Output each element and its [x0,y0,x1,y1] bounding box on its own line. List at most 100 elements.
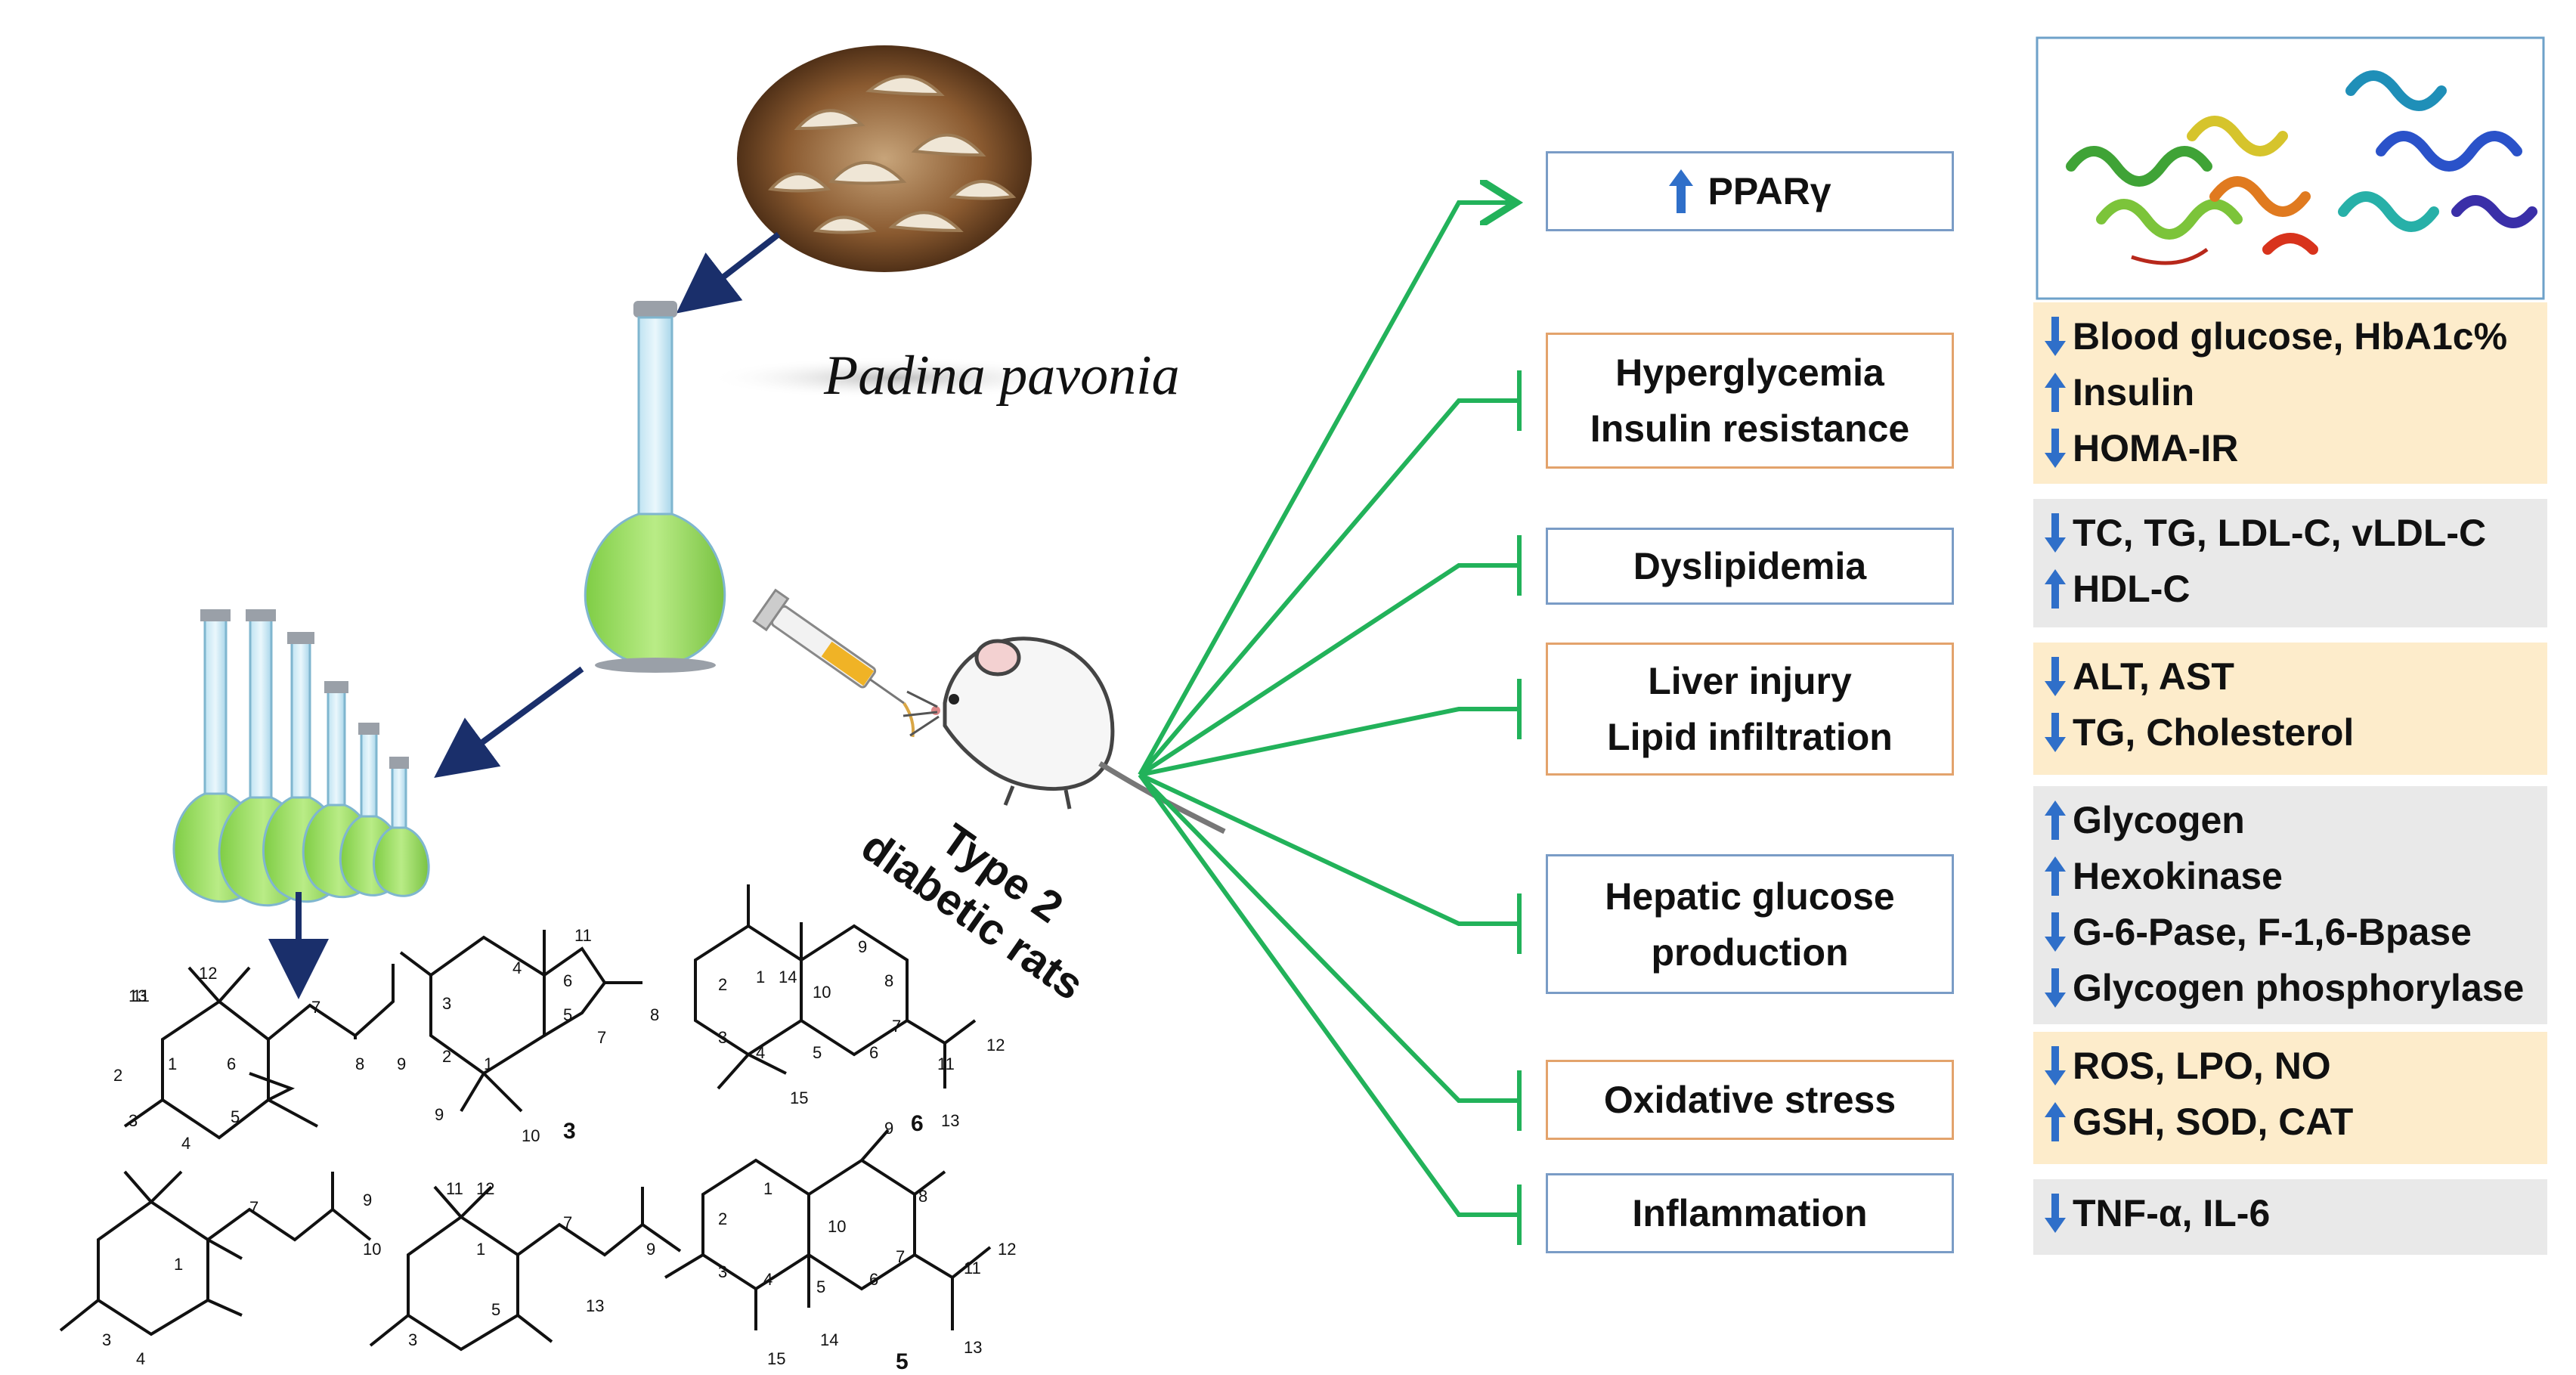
arrow-down-icon [2045,657,2066,696]
effect-item: Hexokinase [2044,848,2547,904]
atom-number: 4 [181,1134,191,1153]
atom-number: 4 [512,958,522,977]
effect-item: GSH, SOD, CAT [2044,1094,2547,1150]
effect-text: HOMA-IR [2073,427,2239,469]
atom-number: 6 [227,1054,237,1073]
atom-number: 5 [491,1300,501,1319]
arrow-down-icon [2045,968,2066,1008]
atom-number: 3 [102,1330,112,1349]
atom-number: 2 [442,1047,452,1066]
connector-oxidative [1138,773,1519,1103]
effect-item: Blood glucose, HbA1c% [2044,308,2547,364]
effect-item: TNF-α, IL-6 [2044,1185,2547,1241]
atom-number: 1 [756,968,766,986]
pathway-box-inflammation: Inflammation [1546,1173,1954,1253]
arrow-down-icon [2045,317,2066,356]
atom-number: 1 [168,1054,178,1073]
arrow-down-icon [2045,912,2066,952]
arrow-up-icon [2045,801,2066,840]
atom-number: 1 [484,1054,494,1073]
flask-series [172,609,430,907]
atom-number: 9 [858,937,868,956]
connector-lipid [1138,563,1519,777]
effect-text: HDL-C [2073,568,2191,610]
effect-text: G-6-Pase, F-1,6-Bpase [2073,911,2472,953]
atom-number: 15 [790,1089,809,1107]
effect-item: ROS, LPO, NO [2044,1038,2547,1094]
atom-number: 3 [442,994,452,1013]
compound-structures [59,884,992,1352]
effect-text: Blood glucose, HbA1c% [2073,315,2508,358]
effect-text: TNF-α, IL-6 [2073,1192,2271,1234]
atom-number: 10 [813,983,831,1002]
atom-number: 14 [779,968,797,986]
effect-text: TC, TG, LDL-C, vLDL-C [2073,512,2487,554]
atom-number: 8 [918,1187,928,1206]
effects-panel-oxidative: ROS, LPO, NO GSH, SOD, CAT [2033,1032,2547,1164]
connector-liver [1139,707,1519,777]
atom-number: 4 [763,1270,773,1289]
atom-number: 5 [816,1277,826,1296]
arrow-down-icon [2045,713,2066,752]
arrow-down-icon [2045,1194,2066,1233]
effect-text: Glycogen phosphorylase [2073,967,2525,1009]
arrow-down-icon [2045,1046,2066,1085]
pathway-label: Inflammation [1632,1192,1868,1234]
atom-number: 2 [718,1209,728,1228]
atom-number: 14 [820,1330,839,1349]
arrow-down-icon [2045,513,2066,553]
arrow-down-icon [2045,429,2066,468]
arrow-up-icon [2045,1102,2066,1141]
effect-item: ALT, AST [2044,649,2547,705]
compound-number: 5 [896,1349,909,1374]
pathway-box-oxidative: Oxidative stress [1546,1060,1954,1140]
atom-number: 13 [964,1338,983,1357]
atom-number: 11 [446,1179,463,1198]
atom-number: 9 [363,1191,373,1209]
connector-inflammation [1138,773,1519,1217]
effect-text: GSH, SOD, CAT [2073,1101,2354,1143]
effect-text: TG, Cholesterol [2073,711,2355,754]
atom-number: 7 [896,1247,906,1266]
effect-item: TG, Cholesterol [2044,705,2547,760]
atom-number: 10 [363,1240,382,1259]
atom-number: 9 [646,1240,656,1259]
effect-text: Insulin [2073,371,2195,413]
connector-glycemia [1138,398,1519,776]
atom-number: 11 [132,986,150,1005]
pathway-label: Lipid infiltration [1607,716,1893,758]
pathway-label: Insulin resistance [1590,407,1910,450]
atom-number: 1 [174,1255,184,1274]
atom-number: 11 [574,926,592,945]
effect-item: Glycogen phosphorylase [2044,960,2547,1016]
pathway-label: Liver injury [1648,660,1852,702]
atom-number: 2 [113,1066,123,1085]
atom-number: 7 [311,998,321,1017]
atom-number: 7 [563,1213,573,1232]
effects-panel-liver: ALT, AST TG, Cholesterol [2033,643,2547,775]
effect-item: HDL-C [2044,561,2547,617]
atom-number: 13 [941,1111,960,1130]
atom-number: 6 [563,971,573,990]
atom-number: 6 [869,1043,879,1062]
arrow-extract [676,231,781,314]
effect-item: Insulin [2044,364,2547,420]
compound-number: 6 [911,1111,924,1136]
atom-number: 7 [597,1028,607,1047]
atom-number: 7 [892,1017,902,1036]
atom-number: 11 [937,1054,955,1073]
atom-number: 1 [476,1240,486,1259]
atom-number: 8 [884,971,894,990]
atom-number: 4 [136,1349,146,1368]
atom-number: 9 [435,1105,444,1124]
atom-number: 3 [128,1111,138,1130]
atom-number: 10 [828,1217,847,1236]
atom-number: 13 [586,1296,605,1315]
connector-network [1138,203,1519,1245]
